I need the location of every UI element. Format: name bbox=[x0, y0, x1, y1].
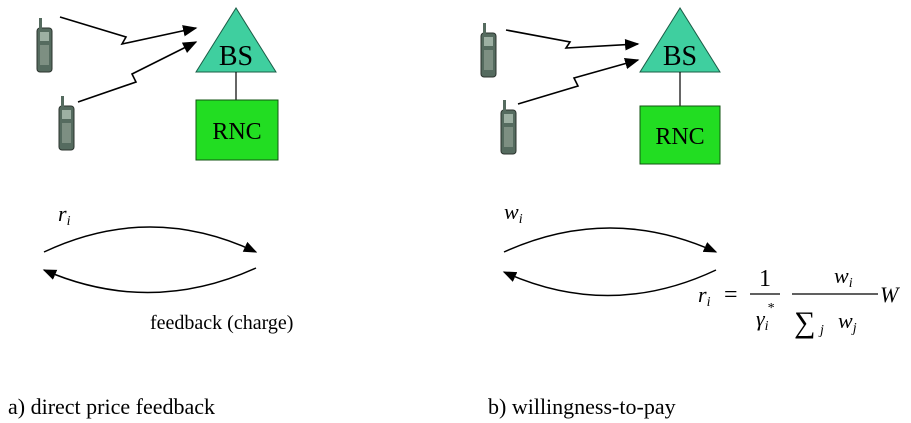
frac2-denominator: wj bbox=[838, 308, 857, 336]
base-station-icon: BS bbox=[639, 7, 721, 73]
base-station-icon: BS bbox=[195, 7, 277, 73]
radio-link-icon bbox=[77, 41, 198, 103]
radio-link-icon bbox=[59, 16, 198, 46]
formula-factor: W bbox=[880, 282, 900, 307]
panel-a: BS RNC ri feedback (charge) a) direct pr… bbox=[8, 7, 293, 419]
rnc-box: RNC bbox=[195, 99, 279, 161]
caption-b: b) willingness-to-pay bbox=[488, 394, 676, 419]
forward-arrow bbox=[43, 226, 258, 253]
formula-lhs: ri bbox=[698, 282, 711, 310]
radio-link-icon bbox=[517, 57, 640, 105]
frac2-numerator: wi bbox=[834, 263, 853, 291]
formula-equals: = bbox=[724, 282, 738, 308]
radio-link-icon bbox=[505, 29, 640, 51]
forward-label: ri bbox=[58, 201, 71, 229]
rnc-label: RNC bbox=[655, 124, 704, 150]
feedback-arrow bbox=[42, 267, 257, 294]
rnc-box: RNC bbox=[639, 105, 721, 165]
forward-arrow bbox=[503, 227, 718, 253]
frac2-sum-index: j bbox=[818, 323, 824, 338]
frac1-denominator-star: * bbox=[767, 301, 774, 316]
forward-label: wi bbox=[504, 199, 523, 227]
base-station-label: BS bbox=[219, 41, 253, 72]
frac1-denominator: γi bbox=[756, 306, 769, 334]
pricing-formula: ri = 1 γi * wi ∑ j wj W bbox=[698, 263, 900, 339]
feedback-arrow bbox=[502, 269, 717, 297]
rnc-label: RNC bbox=[212, 119, 261, 145]
base-station-label: BS bbox=[663, 41, 697, 72]
mobile-phone-icon bbox=[58, 95, 75, 151]
caption-a: a) direct price feedback bbox=[8, 394, 215, 419]
mobile-phone-icon bbox=[36, 17, 53, 73]
frac2-sum-sign: ∑ bbox=[794, 306, 815, 339]
feedback-label: feedback (charge) bbox=[150, 312, 293, 334]
panel-b: BS RNC wi ri = 1 γi * wi bbox=[480, 7, 900, 419]
frac1-numerator: 1 bbox=[759, 266, 771, 292]
mobile-phone-icon bbox=[480, 22, 497, 78]
mobile-phone-icon bbox=[500, 99, 517, 155]
